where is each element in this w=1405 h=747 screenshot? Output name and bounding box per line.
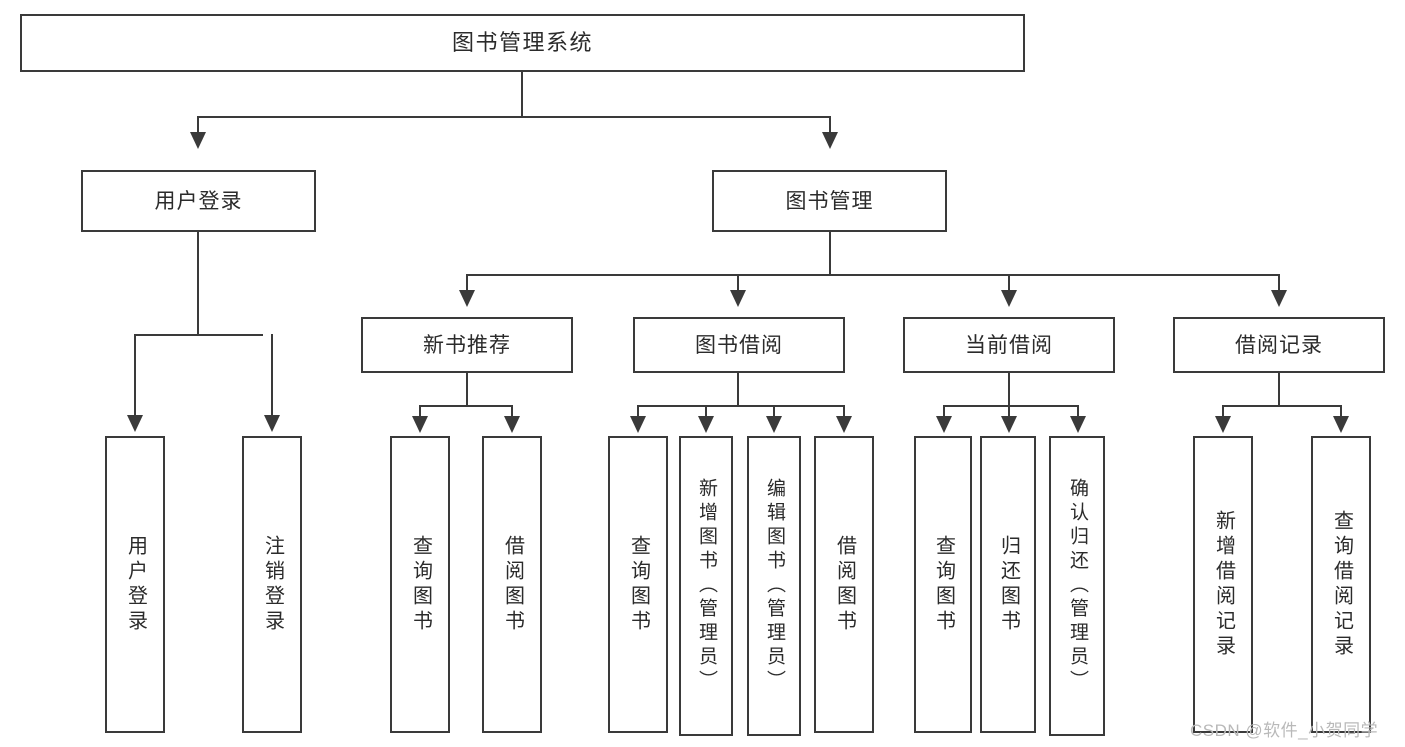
node-label: 查询图书 bbox=[932, 534, 955, 635]
connector-root-stem bbox=[521, 72, 523, 117]
connector-user-login-drop-2 bbox=[271, 334, 273, 416]
connector-book-borrow-stem bbox=[737, 373, 739, 407]
connector-to-current-borrow bbox=[1008, 274, 1010, 292]
node-label: 借阅图书 bbox=[833, 534, 856, 635]
connector-user-login-drop-1 bbox=[134, 334, 136, 416]
node-label: 归还图书 bbox=[997, 534, 1020, 635]
arrowhead-leaf-query-book-3 bbox=[936, 416, 952, 433]
node-new-book-recommend[interactable]: 新书推荐 bbox=[361, 317, 573, 373]
arrowhead-to-book-manage bbox=[822, 132, 838, 149]
leaf-user-login[interactable]: 用户登录 bbox=[105, 436, 165, 733]
connector-user-login-bar bbox=[134, 334, 263, 336]
arrowhead-to-borrow-record bbox=[1271, 290, 1287, 307]
leaf-add-record[interactable]: 新增借阅记录 bbox=[1193, 436, 1253, 733]
node-label: 借阅图书 bbox=[501, 534, 524, 635]
arrowhead-leaf-query-book-2 bbox=[630, 416, 646, 433]
leaf-edit-book[interactable]: 编辑图书（管理员） bbox=[747, 436, 801, 736]
connector-borrow-record-stem bbox=[1278, 373, 1280, 407]
leaf-borrow-book-2[interactable]: 借阅图书 bbox=[814, 436, 874, 733]
arrowhead-leaf-return-book bbox=[1001, 416, 1017, 433]
leaf-confirm-return[interactable]: 确认归还（管理员） bbox=[1049, 436, 1105, 736]
arrowhead-to-new-book-recommend bbox=[459, 290, 475, 307]
connector-to-book-borrow bbox=[737, 274, 739, 292]
arrowhead-leaf-borrow-book-1 bbox=[504, 416, 520, 433]
node-label: 图书管理 bbox=[785, 189, 874, 213]
node-label: 借阅记录 bbox=[1235, 333, 1323, 357]
connector-book-manage-bar bbox=[466, 274, 1280, 276]
connector-bb-drop-1 bbox=[637, 405, 639, 417]
arrowhead-leaf-add-book bbox=[698, 416, 714, 433]
node-label: 注销登录 bbox=[261, 534, 284, 635]
connector-br-drop-1 bbox=[1222, 405, 1224, 417]
connector-nbr-drop-1 bbox=[419, 405, 421, 417]
connector-bb-drop-2 bbox=[705, 405, 707, 417]
arrowhead-leaf-edit-book bbox=[766, 416, 782, 433]
connector-new-book-recommend-bar bbox=[419, 405, 512, 407]
arrowhead-to-current-borrow bbox=[1001, 290, 1017, 307]
node-label: 查询图书 bbox=[627, 534, 650, 635]
connector-to-book-manage bbox=[829, 116, 831, 134]
connector-bb-drop-3 bbox=[773, 405, 775, 417]
watermark-credit: CSDN @软件_小贺同学 bbox=[1190, 721, 1379, 740]
arrowhead-to-user-login bbox=[190, 132, 206, 149]
connector-to-user-login bbox=[197, 116, 199, 134]
connector-book-borrow-bar bbox=[637, 405, 844, 407]
node-label: 当前借阅 bbox=[965, 333, 1053, 357]
node-book-borrow[interactable]: 图书借阅 bbox=[633, 317, 845, 373]
connector-cb-drop-3 bbox=[1077, 405, 1079, 417]
node-root-book-management-system[interactable]: 图书管理系统 bbox=[20, 14, 1025, 72]
connector-to-borrow-record bbox=[1278, 274, 1280, 292]
node-label: 图书管理系统 bbox=[451, 30, 593, 55]
arrowhead-leaf-user-login bbox=[127, 415, 143, 432]
connector-new-book-recommend-stem bbox=[466, 373, 468, 407]
node-user-login[interactable]: 用户登录 bbox=[81, 170, 316, 232]
leaf-query-book-2[interactable]: 查询图书 bbox=[608, 436, 668, 733]
leaf-return-book[interactable]: 归还图书 bbox=[980, 436, 1036, 733]
connector-current-borrow-bar bbox=[943, 405, 1078, 407]
leaf-query-book-1[interactable]: 查询图书 bbox=[390, 436, 450, 733]
connector-bb-drop-4 bbox=[843, 405, 845, 417]
leaf-query-book-3[interactable]: 查询图书 bbox=[914, 436, 972, 733]
arrowhead-leaf-confirm-return bbox=[1070, 416, 1086, 433]
node-label: 查询图书 bbox=[409, 534, 432, 635]
connector-nbr-drop-2 bbox=[511, 405, 513, 417]
arrowhead-to-book-borrow bbox=[730, 290, 746, 307]
node-label: 用户登录 bbox=[124, 534, 147, 635]
leaf-user-logout[interactable]: 注销登录 bbox=[242, 436, 302, 733]
node-book-manage[interactable]: 图书管理 bbox=[712, 170, 947, 232]
node-label: 确认归还（管理员） bbox=[1066, 478, 1088, 694]
node-label: 新书推荐 bbox=[423, 333, 511, 357]
arrowhead-leaf-borrow-book-2 bbox=[836, 416, 852, 433]
arrowhead-leaf-add-record bbox=[1215, 416, 1231, 433]
node-current-borrow[interactable]: 当前借阅 bbox=[903, 317, 1115, 373]
node-borrow-record[interactable]: 借阅记录 bbox=[1173, 317, 1385, 373]
node-label: 编辑图书（管理员） bbox=[763, 478, 785, 694]
connector-br-drop-2 bbox=[1340, 405, 1342, 417]
arrowhead-leaf-query-record bbox=[1333, 416, 1349, 433]
connector-level1-bar bbox=[197, 116, 831, 118]
leaf-add-book[interactable]: 新增图书（管理员） bbox=[679, 436, 733, 736]
arrowhead-leaf-user-logout bbox=[264, 415, 280, 432]
connector-to-new-book-recommend bbox=[466, 274, 468, 292]
connector-cb-drop-2 bbox=[1008, 405, 1010, 417]
connector-current-borrow-stem bbox=[1008, 373, 1010, 407]
node-label: 查询借阅记录 bbox=[1330, 509, 1353, 660]
leaf-borrow-book-1[interactable]: 借阅图书 bbox=[482, 436, 542, 733]
arrowhead-leaf-query-book-1 bbox=[412, 416, 428, 433]
connector-book-manage-stem bbox=[829, 232, 831, 275]
connector-cb-drop-1 bbox=[943, 405, 945, 417]
node-label: 新增借阅记录 bbox=[1212, 509, 1235, 660]
leaf-query-record[interactable]: 查询借阅记录 bbox=[1311, 436, 1371, 733]
connector-borrow-record-bar bbox=[1222, 405, 1341, 407]
connector-user-login-stem bbox=[197, 232, 199, 335]
node-label: 用户登录 bbox=[154, 189, 243, 213]
node-label: 图书借阅 bbox=[695, 333, 783, 357]
node-label: 新增图书（管理员） bbox=[695, 478, 717, 694]
